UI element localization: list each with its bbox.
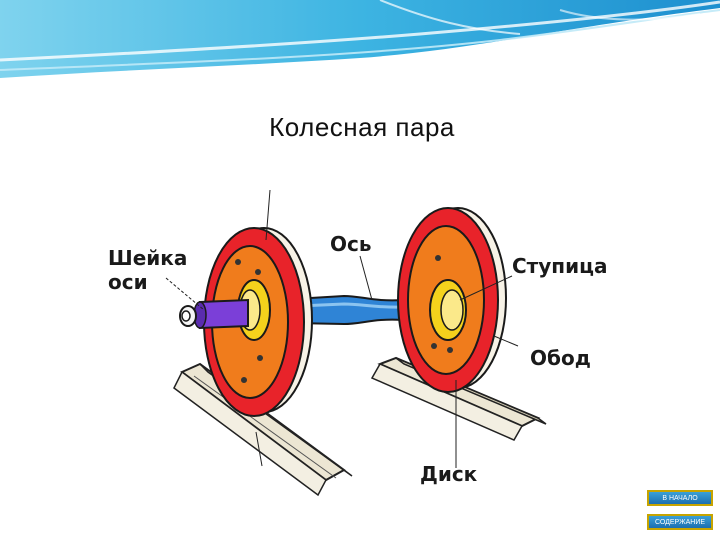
label-journal-line1: Шейка [108,246,188,270]
leader-lines [165,189,519,468]
wheelset-diagram [165,189,547,497]
right-wheel [397,207,507,393]
axle-journal [179,298,249,330]
left-wheel [203,227,313,417]
label-hub: Ступица [512,254,608,278]
contents-button[interactable]: СОДЕРЖАНИЕ [647,514,713,530]
label-rim: Обод [530,346,591,370]
home-button[interactable]: В НАЧАЛО [647,490,713,506]
header-wave-decoration [0,0,720,78]
slide-title: Колесная пара [269,112,455,142]
label-journal-line2: оси [108,270,148,294]
label-axle: Ось [330,232,372,256]
label-disc: Диск [420,462,478,486]
label-journal: Шейка оси [108,246,187,294]
